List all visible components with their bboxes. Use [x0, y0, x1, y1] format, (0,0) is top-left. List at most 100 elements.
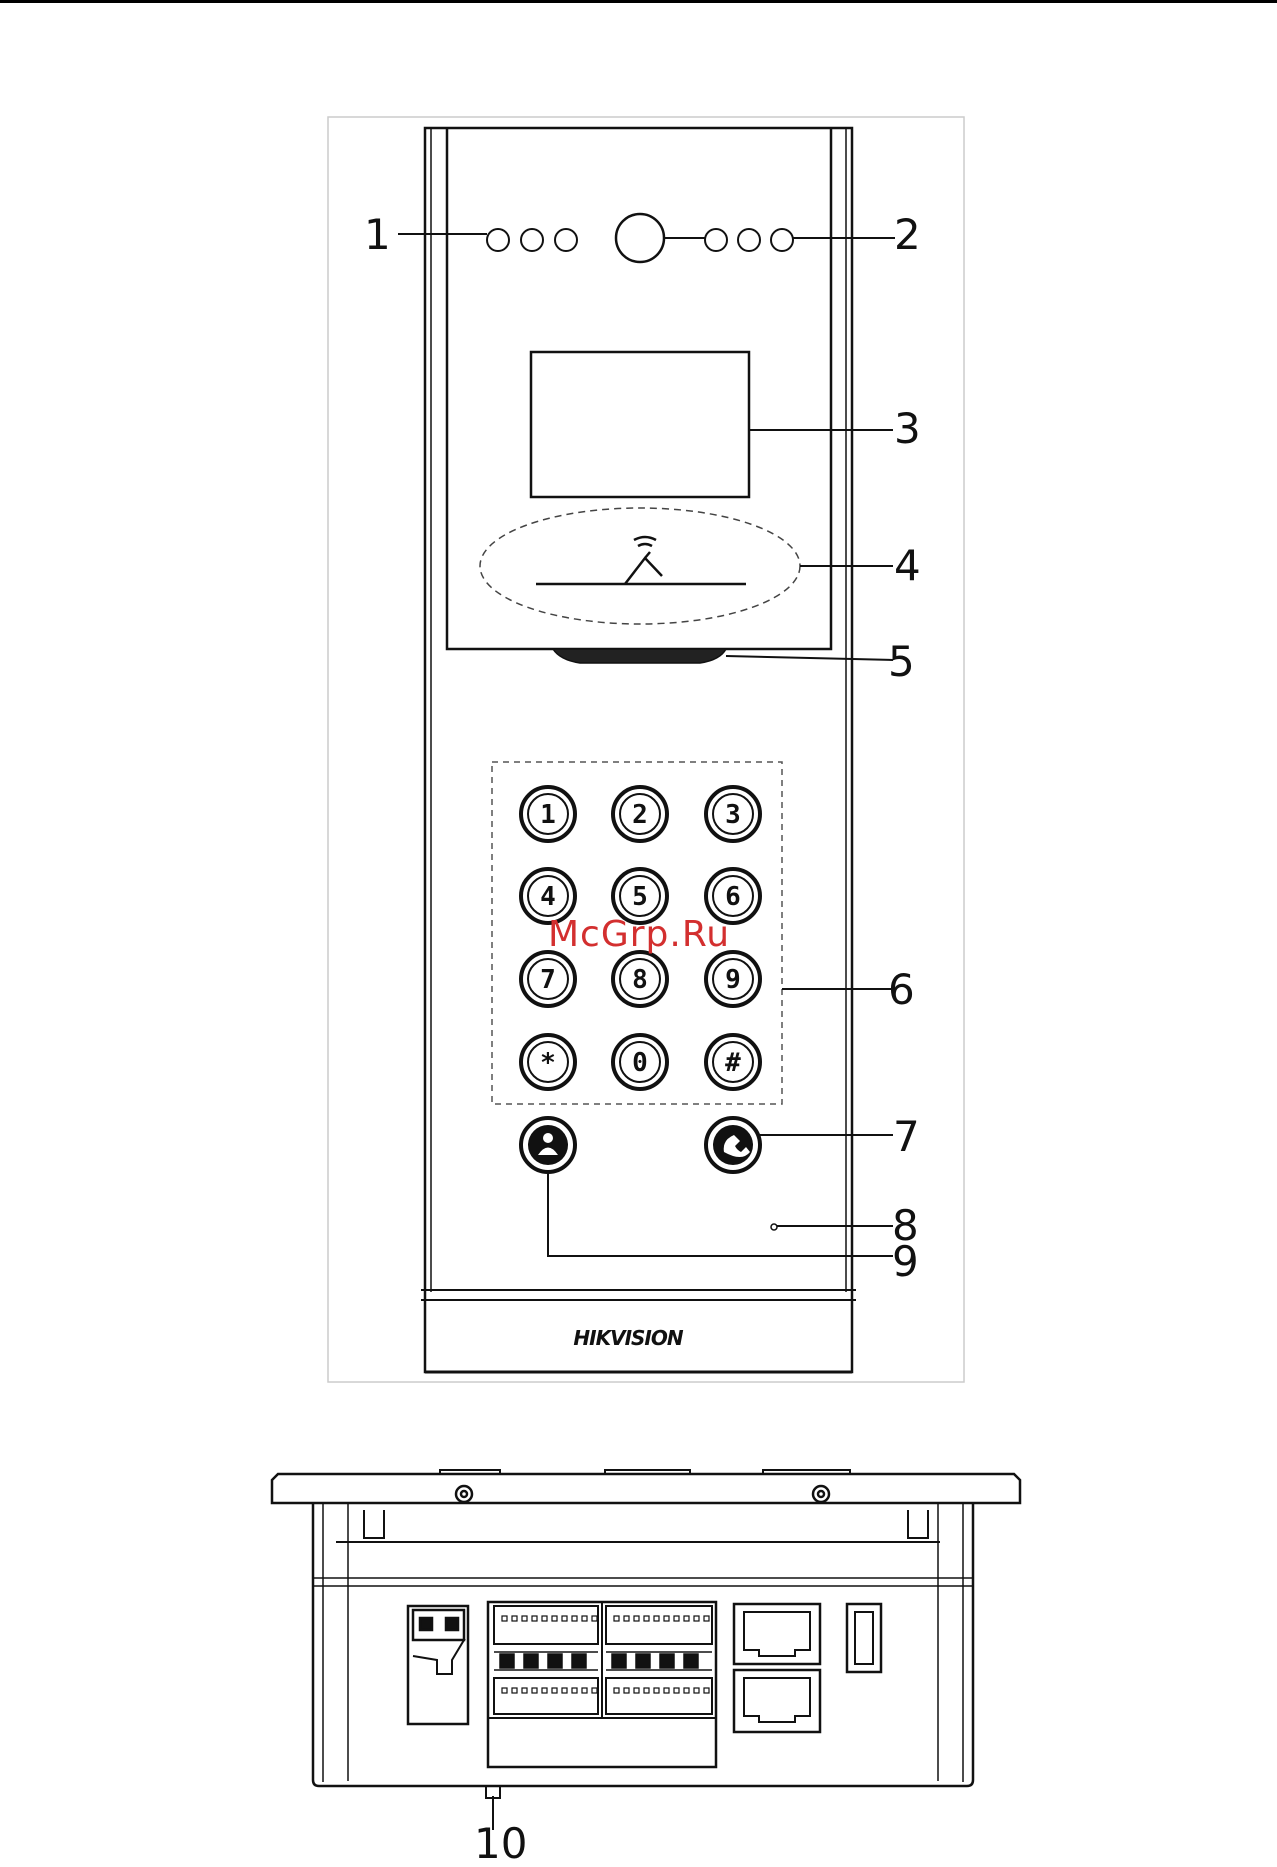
terminal-pin [572, 1688, 577, 1693]
keypad-key-8[interactable]: 8 [613, 952, 667, 1006]
keypad-key-label: 7 [540, 965, 556, 995]
terminal-pin [532, 1616, 537, 1621]
keypad-key-3[interactable]: 3 [706, 787, 760, 841]
locating-tabs [364, 1510, 928, 1538]
call-button[interactable] [706, 1118, 760, 1172]
terminal-pin [562, 1616, 567, 1621]
callout-4: 4 [894, 541, 921, 590]
camera-lens [616, 214, 664, 262]
leader-lines [398, 234, 895, 1830]
callout-2: 2 [894, 210, 921, 259]
callout-7: 7 [893, 1112, 920, 1161]
keypad-key-0[interactable]: 0 [613, 1035, 667, 1089]
leader-5 [726, 656, 893, 660]
callout-5: 5 [888, 637, 915, 686]
keypad-key-label: 5 [632, 882, 648, 912]
brand-logo: HIKVISION [573, 1326, 683, 1350]
terminal-pin [664, 1616, 669, 1621]
terminal-pin [542, 1688, 547, 1693]
terminal-pin [694, 1688, 699, 1693]
usb-port [847, 1604, 881, 1672]
keypad-key-label: 3 [725, 800, 741, 830]
microphone [771, 1224, 777, 1230]
terminal-pin [644, 1688, 649, 1693]
terminal-pin [654, 1616, 659, 1621]
terminal-pin [542, 1616, 547, 1621]
terminal-pin [552, 1688, 557, 1693]
keypad-key-1[interactable]: 1 [521, 787, 575, 841]
terminal-pin [552, 1616, 557, 1621]
person-icon [543, 1133, 553, 1143]
display-screen [531, 352, 749, 497]
terminal-pin [624, 1616, 629, 1621]
ir-led [771, 229, 793, 251]
terminal-pin [614, 1616, 619, 1621]
callout-3: 3 [894, 404, 921, 453]
ir-led-group-right [705, 229, 793, 251]
terminal-pin [614, 1688, 619, 1693]
terminal-pin [522, 1616, 527, 1621]
ir-led [555, 229, 577, 251]
keypad-key-label: 8 [632, 965, 648, 995]
screw-hole-right [813, 1486, 829, 1502]
ir-led [521, 229, 543, 251]
keypad-key-label: 0 [632, 1048, 648, 1078]
mounting-flange [272, 1474, 1020, 1503]
terminal-pin [512, 1688, 517, 1693]
callout-1: 1 [364, 210, 391, 259]
terminal-pin [572, 1616, 577, 1621]
keypad-key-2[interactable]: 2 [613, 787, 667, 841]
management-center-button[interactable] [521, 1118, 575, 1172]
front-glass-panel [447, 128, 831, 649]
callout-10: 10 [474, 1819, 527, 1867]
ir-led [738, 229, 760, 251]
ir-led [487, 229, 509, 251]
keypad-key-7[interactable]: 7 [521, 952, 575, 1006]
keypad-key-star[interactable]: * [521, 1035, 575, 1089]
device-body-outline [425, 128, 852, 1372]
terminal-pin [562, 1688, 567, 1693]
terminal-pin [624, 1688, 629, 1693]
terminal-pin [684, 1616, 689, 1621]
ir-led-group-left [487, 229, 577, 251]
terminal-pin [582, 1688, 587, 1693]
device-bottom-view [272, 1470, 1020, 1798]
keypad-key-label: * [540, 1048, 556, 1078]
terminal-pin [592, 1688, 597, 1693]
terminal-pin [694, 1616, 699, 1621]
terminal-pin [502, 1688, 507, 1693]
keypad-key-label: 4 [540, 882, 556, 912]
terminal-pin [502, 1616, 507, 1621]
terminal-pin [674, 1616, 679, 1621]
keypad-key-hash[interactable]: # [706, 1035, 760, 1089]
terminal-pin [684, 1688, 689, 1693]
card-reader-icon [536, 537, 746, 584]
device-body-bevel [431, 128, 846, 1292]
terminal-pin [704, 1616, 709, 1621]
terminal-pin [664, 1688, 669, 1693]
keypad-key-label: 6 [725, 882, 741, 912]
terminal-pin [644, 1616, 649, 1621]
brand-panel-top [421, 1290, 856, 1300]
terminal-pin [704, 1688, 709, 1693]
device-front-view [421, 128, 856, 1372]
keypad-key-9[interactable]: 9 [706, 952, 760, 1006]
callout-9: 9 [892, 1237, 919, 1286]
terminal-pin [654, 1688, 659, 1693]
ir-led [705, 229, 727, 251]
terminal-pin [634, 1688, 639, 1693]
callout-6: 6 [888, 965, 915, 1014]
terminal-pin [582, 1616, 587, 1621]
keypad-key-label: 2 [632, 800, 648, 830]
terminal-pin [592, 1616, 597, 1621]
watermark-text: McGrp.Ru [548, 914, 730, 955]
keypad-key-label: # [725, 1048, 741, 1078]
terminal-pin [512, 1616, 517, 1621]
terminal-pin [674, 1688, 679, 1693]
screw-hole-left [456, 1486, 472, 1502]
leader-9 [548, 1172, 893, 1256]
figure-frame [328, 117, 964, 1382]
terminal-pin [634, 1616, 639, 1621]
terminal-pin [532, 1688, 537, 1693]
terminal-pin [522, 1688, 527, 1693]
